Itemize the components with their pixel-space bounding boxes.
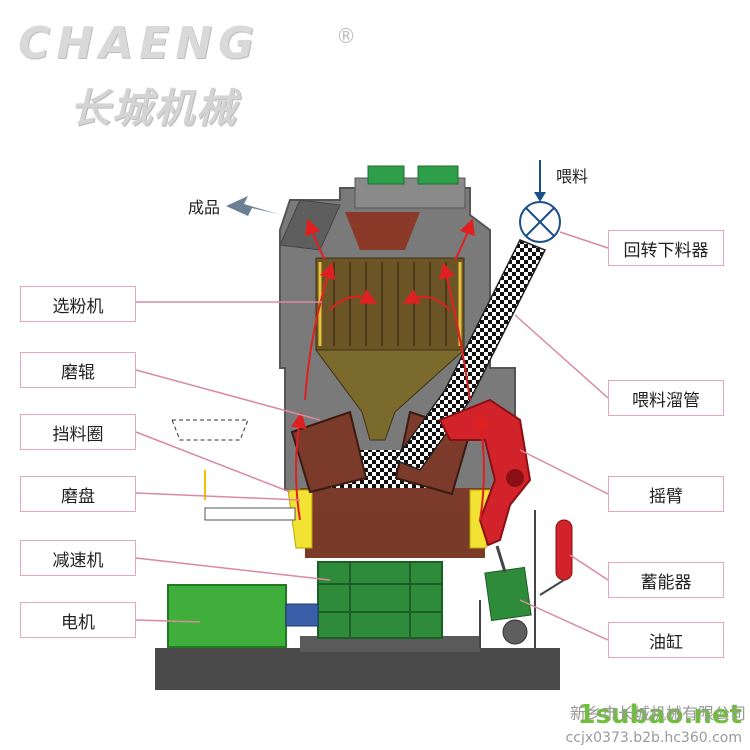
label-reducer: 减速机 xyxy=(20,540,136,576)
label-roller: 磨辊 xyxy=(20,352,136,388)
motor-coupling xyxy=(285,603,319,627)
separator-hood xyxy=(345,212,420,250)
watermark-site: 1subao.net xyxy=(577,700,742,730)
label-dam-ring: 挡料圈 xyxy=(20,414,136,450)
cylinder-base-wheel xyxy=(502,619,528,645)
label-cylinder: 油缸 xyxy=(608,622,724,658)
label-product: 成品 xyxy=(188,198,221,217)
label-feed: 喂料 xyxy=(556,167,589,186)
grinding-table xyxy=(300,488,490,510)
feed-chute-tube xyxy=(393,239,547,471)
dashed-hopper xyxy=(171,419,249,441)
hydraulic-cylinder xyxy=(484,566,532,622)
roller-left xyxy=(290,410,368,494)
brand-logo-en: CHAENG xyxy=(18,18,261,69)
foundation-plinth xyxy=(300,636,480,652)
table-body xyxy=(305,508,485,558)
watermark-url: ccjx0373.b2b.hc360.com xyxy=(565,730,742,746)
top-fan-right xyxy=(417,165,459,185)
label-feed-chute: 喂料溜管 xyxy=(608,380,724,416)
watermark-company: 新乡市长城机械有限公司 xyxy=(569,704,746,723)
separator-cone xyxy=(315,349,466,441)
watermark: 1subao.net ccjx0373.b2b.hc360.com xyxy=(566,700,742,746)
motor xyxy=(167,584,287,648)
left-platform xyxy=(204,507,296,521)
registered-mark: ® xyxy=(336,24,356,48)
label-table: 磨盘 xyxy=(20,476,136,512)
rocker-arm xyxy=(438,398,532,547)
leader-lines xyxy=(135,231,609,641)
accumulator xyxy=(555,519,573,581)
air-flow-arrows xyxy=(290,218,490,521)
product-arrow xyxy=(226,196,278,216)
separator-slats xyxy=(318,262,462,346)
label-separator: 选粉机 xyxy=(20,286,136,322)
top-fan-left xyxy=(367,165,405,185)
brand-logo: CHAENG ® 长城机械 xyxy=(18,18,378,132)
brand-logo-cn: 长城机械 xyxy=(70,86,238,132)
label-accumulator: 蓄能器 xyxy=(608,562,724,598)
ground-base xyxy=(155,648,560,690)
label-motor: 电机 xyxy=(20,602,136,638)
label-rotary-feeder: 回转下料器 xyxy=(608,230,724,266)
label-rocker-arm: 摇臂 xyxy=(608,476,724,512)
reducer xyxy=(317,561,443,639)
